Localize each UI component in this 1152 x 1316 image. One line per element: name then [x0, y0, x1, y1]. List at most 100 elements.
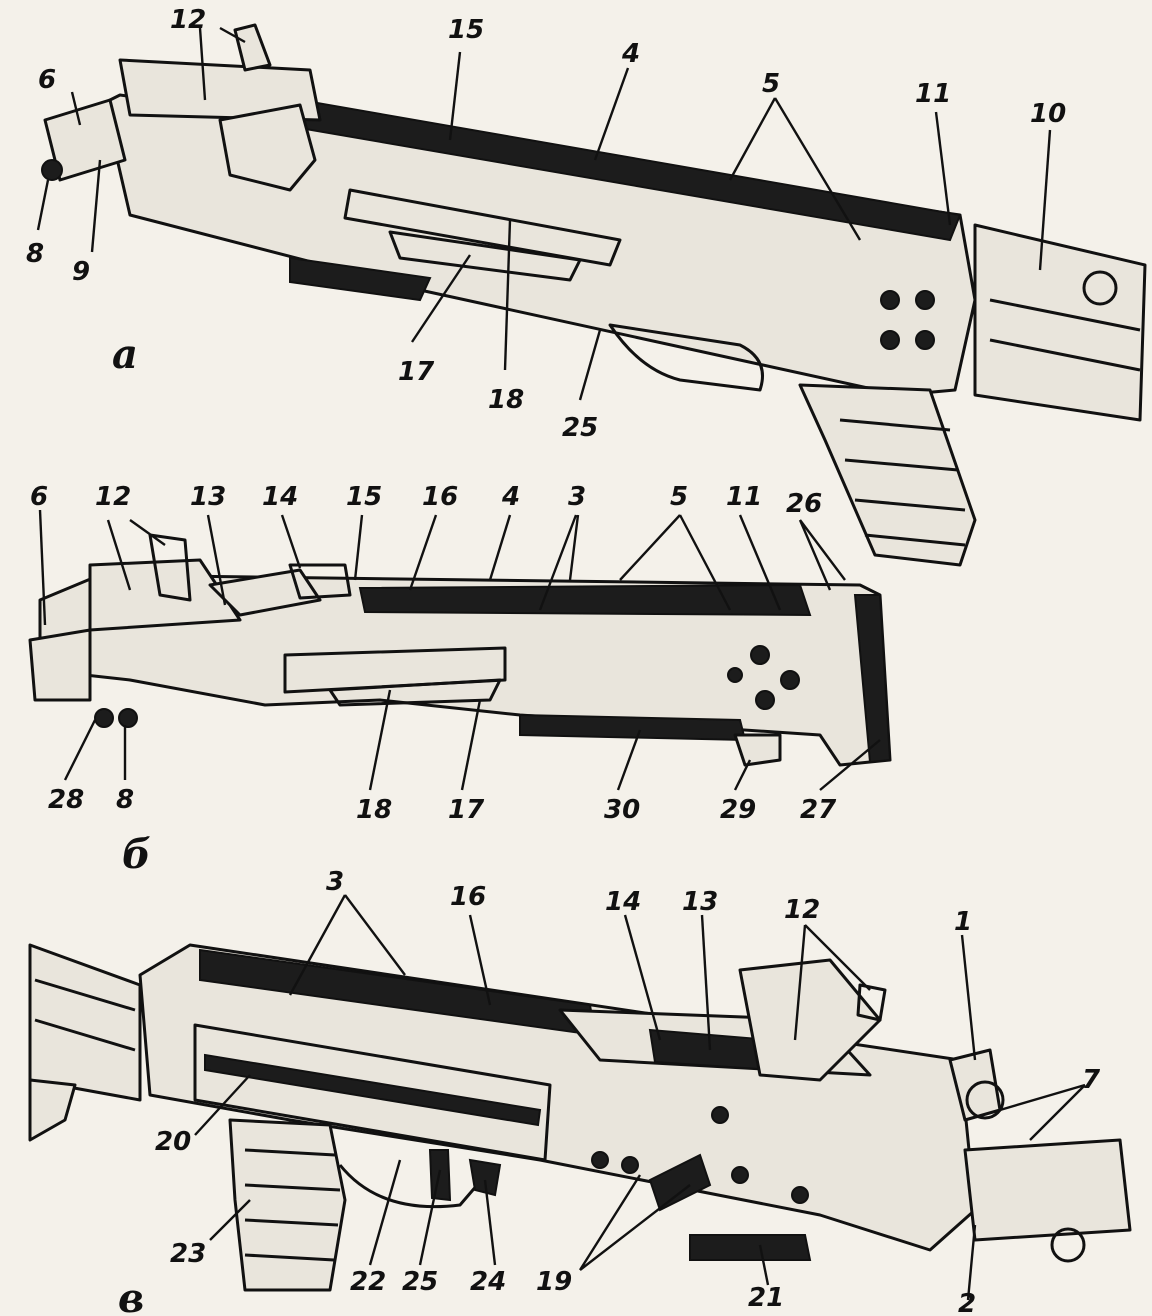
- end-screw-b2: [118, 708, 138, 728]
- leader-27-b: [819, 739, 881, 791]
- callout-23-c: 23: [170, 1239, 206, 1269]
- callout-26-b: 26: [786, 489, 822, 519]
- callout-22-c: 22: [350, 1267, 386, 1297]
- rear-wall-b: [853, 594, 892, 764]
- leader-7-c: [999, 1083, 1086, 1141]
- leader-14-c: [623, 914, 662, 1041]
- callout-12-a: 12: [170, 5, 206, 35]
- rivet-a3: [880, 330, 900, 350]
- rivet-b3: [755, 690, 775, 710]
- panel-b-drawing: [28, 533, 892, 767]
- magazine-guide-b: [519, 713, 747, 742]
- callout-4-b: 4: [501, 482, 520, 512]
- barrel-opening-c: [965, 1080, 1005, 1120]
- trigger-guard-a: [608, 323, 764, 392]
- callout-20-c: 20: [155, 1127, 191, 1157]
- callout-12-c: 12: [784, 895, 820, 925]
- charging-handle-slot-a: [388, 230, 582, 282]
- rear-sight-c: [738, 958, 882, 1082]
- callout-6-a: 6: [38, 65, 56, 95]
- callout-14-b: 14: [262, 482, 298, 512]
- callout-21-c: 21: [748, 1283, 784, 1313]
- callout-18-b: 18: [356, 795, 392, 825]
- callout-19-c: 19: [536, 1267, 572, 1297]
- leader-18-b: [368, 689, 392, 791]
- callout-30-b: 30: [604, 795, 640, 825]
- leader-9-a: [90, 159, 102, 253]
- leader-30-b: [616, 729, 642, 791]
- leader-10-a: [1038, 129, 1052, 271]
- rivet-a2: [915, 290, 935, 310]
- callout-25-c: 25: [402, 1267, 438, 1297]
- leader-11-b: [738, 514, 782, 611]
- callout-13-c: 13: [682, 887, 718, 917]
- callout-8-a: 8: [26, 239, 44, 269]
- leader-29-b: [733, 759, 752, 791]
- leader-6-a: [70, 91, 82, 126]
- leader-5-b: [619, 514, 732, 611]
- callout-24-c: 24: [470, 1267, 506, 1297]
- grip-texture-c: [244, 1148, 341, 1262]
- callout-5-a: 5: [762, 69, 780, 99]
- panel-a-leaders: [36, 26, 1052, 401]
- end-screw-c: [1050, 1227, 1086, 1263]
- sight-ear-c: [856, 983, 887, 1022]
- sight-post-a: [233, 23, 272, 72]
- magazine-guide-a: [289, 256, 432, 302]
- leader-24-c: [483, 1179, 497, 1266]
- leader-20-c: [194, 1074, 251, 1136]
- rivet-c4: [731, 1166, 749, 1184]
- grip-texture-a: [839, 418, 966, 547]
- charging-handle-slot-b: [328, 678, 502, 707]
- callout-17-a: 17: [398, 357, 435, 387]
- leader-3-b: [538, 514, 580, 611]
- leader-16-b: [408, 514, 438, 591]
- rivet-a4: [915, 330, 935, 350]
- end-screw-a: [41, 159, 63, 181]
- leader-2-c: [966, 1224, 977, 1301]
- stock-stub-c: [28, 943, 142, 1102]
- rivet-c3: [711, 1106, 729, 1124]
- panel-a-labels: 12 15 4 5 11 10 6 8 9 17 18 25 а: [26, 5, 1066, 443]
- callout-11-a: 11: [915, 79, 951, 109]
- ejection-port-a: [343, 188, 622, 267]
- rivet-c2: [621, 1156, 639, 1174]
- rivet-c1: [591, 1151, 609, 1169]
- callout-3-b: 3: [568, 482, 586, 512]
- leader-25-c: [418, 1169, 442, 1266]
- callout-29-b: 29: [720, 795, 756, 825]
- panel-label-c: в: [118, 1275, 144, 1316]
- callout-13-b: 13: [190, 482, 226, 512]
- leader-4-b: [488, 514, 512, 581]
- leader-1-c: [960, 934, 977, 1061]
- panel-c-labels: 3 16 14 13 12 1 7 20 23 22 25 24 19 21 2…: [118, 867, 1101, 1316]
- rivet-a1: [880, 290, 900, 310]
- leader-13-c: [700, 914, 712, 1051]
- mag-catch-c: [648, 1153, 712, 1212]
- rivet-b2: [780, 670, 800, 690]
- leader-12-c: [793, 924, 871, 1041]
- callout-25-a: 25: [562, 413, 598, 443]
- leader-28-b: [63, 719, 97, 781]
- leader-16-c: [468, 914, 492, 1006]
- leader-26-b: [798, 519, 846, 591]
- leader-17-a: [411, 254, 471, 343]
- callout-15-a: 15: [448, 15, 484, 45]
- leader-17-b: [460, 699, 482, 791]
- callout-15-b: 15: [346, 482, 382, 512]
- leader-19-c: [578, 1174, 691, 1271]
- callout-16-b: 16: [422, 482, 458, 512]
- side-slot-c: [204, 1053, 542, 1127]
- callout-12-b: 12: [95, 482, 131, 512]
- callout-27-b: 27: [800, 795, 837, 825]
- leader-25-a: [578, 329, 602, 401]
- leader-23-c: [209, 1199, 251, 1241]
- leader-5-a: [728, 97, 862, 241]
- ejection-port-b: [283, 646, 507, 694]
- pistol-grip-c: [228, 1118, 347, 1292]
- panel-label-b: б: [122, 831, 151, 878]
- rivet-b1: [750, 645, 770, 665]
- leader-11-a: [934, 111, 952, 226]
- leader-15-b: [353, 514, 364, 581]
